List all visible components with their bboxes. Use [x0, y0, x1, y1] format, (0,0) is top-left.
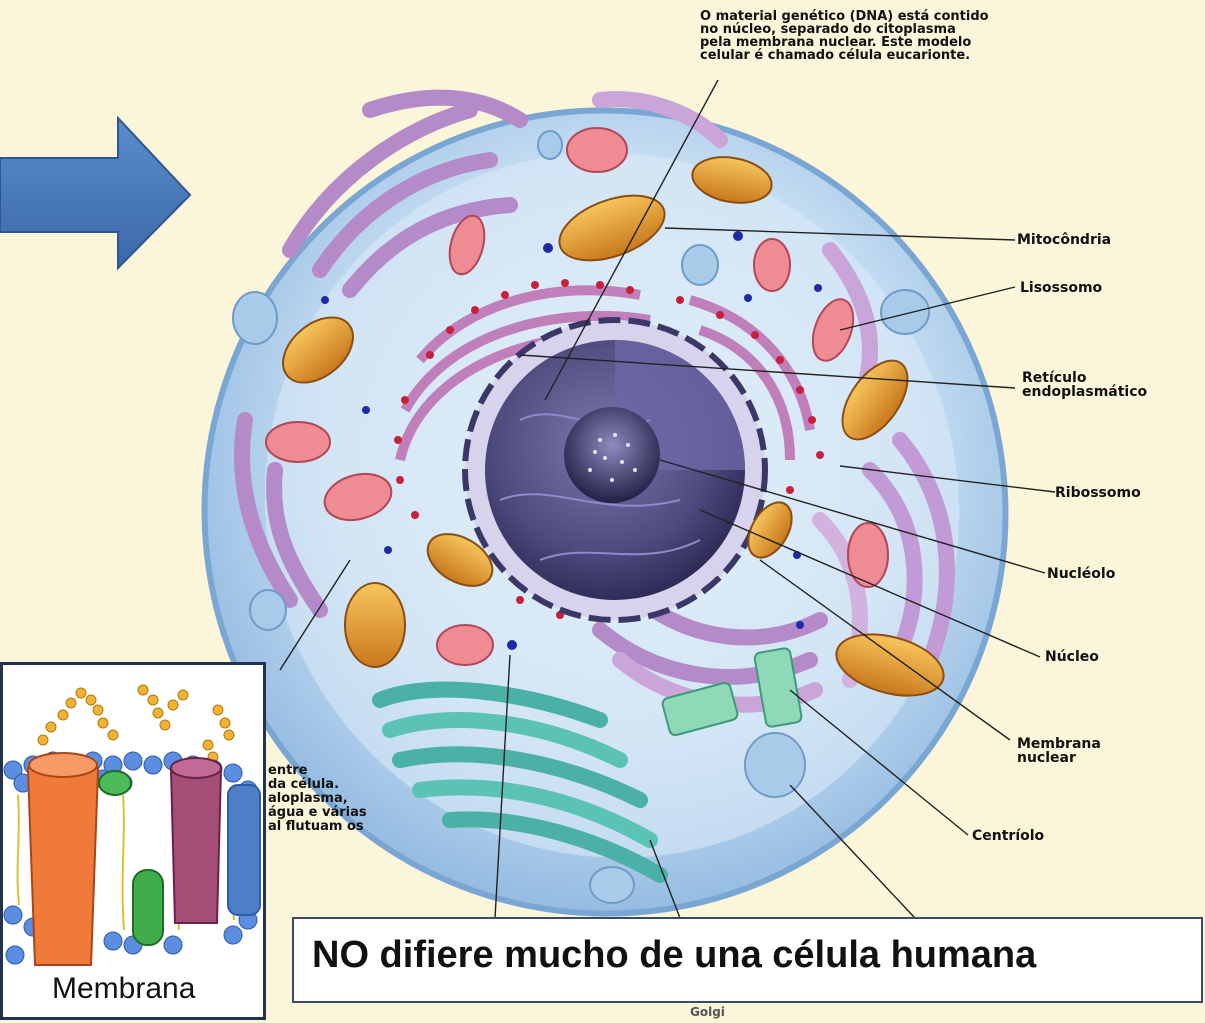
label-mitocondria: Mitocôndria — [1017, 233, 1111, 247]
label-membrana-nuclear-1: Membrana — [1017, 737, 1101, 751]
label-nucleo: Núcleo — [1045, 650, 1099, 664]
label-reticulo-2: endoplasmático — [1022, 385, 1147, 399]
cytoplasm-line: aloplasma, — [268, 792, 367, 806]
caption-line: celular é chamado célula eucarionte. — [700, 49, 1120, 62]
membrane-inset — [0, 662, 266, 1020]
protein-blue — [228, 785, 260, 915]
statement-text: NO difiere mucho de una célula humana — [312, 934, 1036, 977]
cytoplasm-line: água e várias — [268, 806, 367, 820]
cytoplasm-description: entre da célula. aloplasma, água e vária… — [268, 764, 367, 834]
channel-protein-orange — [28, 755, 98, 965]
label-ribossomo: Ribossomo — [1055, 486, 1141, 500]
channel-protein-purple — [171, 759, 221, 923]
membrane-illustration — [3, 665, 266, 1020]
label-lisossomo: Lisossomo — [1020, 281, 1102, 295]
label-membrana-nuclear-2: nuclear — [1017, 751, 1076, 765]
membrane-label: Membrana — [52, 972, 195, 1006]
protein-green-top — [99, 771, 131, 795]
label-centriolo: Centríolo — [972, 829, 1044, 843]
dna-caption: O material genético (DNA) está contido n… — [700, 10, 1120, 62]
cytoplasm-line: al flutuam os — [268, 820, 367, 834]
label-reticulo-1: Retículo — [1022, 371, 1086, 385]
label-golgi: Golgi — [690, 1005, 725, 1019]
nucleolus — [564, 407, 660, 503]
cytoplasm-line: entre — [268, 764, 367, 778]
label-nucleolo: Nucléolo — [1047, 567, 1115, 581]
cytoplasm-line: da célula. — [268, 778, 367, 792]
protein-green — [133, 870, 163, 945]
